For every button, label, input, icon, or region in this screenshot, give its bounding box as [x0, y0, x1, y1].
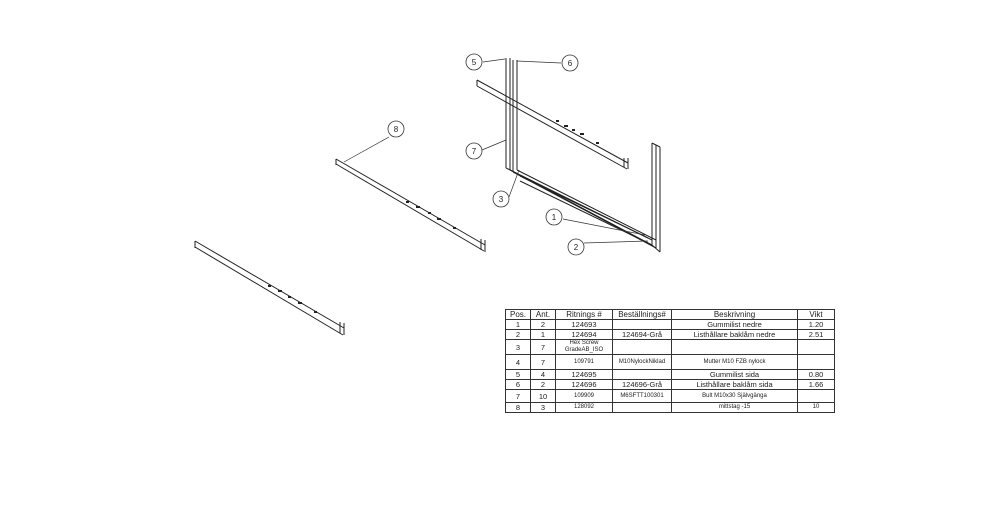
table-row: 2 1 124694 124694-Grå Listhållare baklåm… [505, 329, 835, 340]
balloon-1: 1 [545, 208, 563, 226]
bom-header-ritnings: Ritnings # [555, 309, 613, 320]
bom-cell-beskrivning: mittstag -15 [671, 402, 798, 413]
bom-cell-beskrivning: Gummilist sida [671, 369, 798, 380]
table-row: 6 2 124696 124696-Grå Listhållare baklåm… [505, 379, 835, 390]
bom-cell-ant: 7 [530, 354, 556, 370]
table-row: 8 3 128092 mittstag -15 10 [505, 402, 835, 413]
table-row: 3 7 Hex Screw GradeAB_ISO [505, 339, 835, 355]
bom-cell-bestallnings [612, 402, 672, 413]
leader-lines [343, 58, 649, 244]
bom-cell-ant: 10 [530, 389, 556, 403]
bom-cell-beskrivning [671, 339, 798, 355]
balloon-8: 8 [387, 120, 405, 138]
crossbar-middle [335, 158, 486, 252]
bom-cell-pos: 6 [505, 379, 531, 390]
bom-cell-beskrivning: Mutter M10 FZB nylock [671, 354, 798, 370]
bom-cell-ritnings: 124695 [555, 369, 613, 380]
bom-cell-vikt: 0.80 [797, 369, 835, 380]
bom-cell-pos: 5 [505, 369, 531, 380]
bom-cell-vikt: 1.66 [797, 379, 835, 390]
bom-cell-vikt: 10 [797, 402, 835, 413]
bom-cell-ritnings: 124694 [555, 329, 613, 340]
bom-cell-ant: 2 [530, 319, 556, 330]
balloon-7-label: 7 [472, 147, 477, 156]
bom-cell-vikt [797, 339, 835, 355]
crossbar-lower [194, 240, 345, 336]
bom-cell-ritnings: 124696 [555, 379, 613, 390]
bom-cell-vikt [797, 389, 835, 403]
table-row: 5 4 124695 Gummilist sida 0.80 [505, 369, 835, 380]
bom-cell-ant: 7 [530, 339, 556, 355]
bom-cell-pos: 8 [505, 402, 531, 413]
bom-header-beskrivning: Beskrivning [671, 309, 798, 320]
bom-header-ant: Ant. [530, 309, 556, 320]
balloon-3: 3 [492, 190, 510, 208]
bom-cell-ritnings: 109791 [555, 354, 613, 370]
bom-cell-vikt: 2.51 [797, 329, 835, 340]
bom-cell-ant: 4 [530, 369, 556, 380]
bom-cell-bestallnings: 124696-Grå [612, 379, 672, 390]
bom-cell-ritnings: 109909 [555, 389, 613, 403]
bom-cell-bestallnings: M6SFTT100301 [612, 389, 672, 403]
bom-cell-vikt [797, 354, 835, 370]
balloon-5-label: 5 [472, 58, 477, 67]
bom-header-row: Pos. Ant. Ritnings # Beställnings# Beskr… [505, 309, 835, 320]
balloon-1-label: 1 [552, 213, 557, 222]
bom-cell-vikt: 1.20 [797, 319, 835, 330]
balloon-5: 5 [465, 53, 483, 71]
bom-cell-ant: 1 [530, 329, 556, 340]
bom-cell-pos: 1 [505, 319, 531, 330]
balloon-6-label: 6 [568, 59, 573, 68]
bom-header-vikt: Vikt [797, 309, 835, 320]
table-row: 4 7 109791 M10NylockNiklad Mutter M10 FZ… [505, 354, 835, 370]
bom-cell-pos: 7 [505, 389, 531, 403]
balloon-6: 6 [561, 54, 579, 72]
balloon-8-label: 8 [394, 125, 399, 134]
bom-cell-bestallnings [612, 339, 672, 355]
bom-cell-ritnings: Hex Screw GradeAB_ISO [555, 339, 613, 355]
bom-cell-ritnings: 124693 [555, 319, 613, 330]
frame-assembly [476, 58, 661, 253]
bom-cell-bestallnings: M10NylockNiklad [612, 354, 672, 370]
bom-cell-pos: 3 [505, 339, 531, 355]
bom-cell-pos: 4 [505, 354, 531, 370]
bom-cell-beskrivning: Gummilist nedre [671, 319, 798, 330]
table-row: 1 2 124693 Gummilist nedre 1.20 [505, 319, 835, 330]
bom-cell-ritnings: 128092 [555, 402, 613, 413]
bom-cell-bestallnings [612, 369, 672, 380]
bom-cell-beskrivning: Bult M10x30 Självgänga [671, 389, 798, 403]
bom-cell-beskrivning: Listhållare baklåm nedre [671, 329, 798, 340]
bom-cell-ant: 2 [530, 379, 556, 390]
table-row: 7 10 109909 M6SFTT100301 Bult M10x30 Sjä… [505, 389, 835, 403]
balloon-2-label: 2 [574, 243, 579, 252]
balloon-7: 7 [465, 142, 483, 160]
bom-header-pos: Pos. [505, 309, 531, 320]
balloon-2: 2 [567, 238, 585, 256]
bom-cell-beskrivning: Listhållare baklåm sida [671, 379, 798, 390]
bill-of-materials-table: Pos. Ant. Ritnings # Beställnings# Beskr… [505, 309, 835, 413]
bom-cell-bestallnings [612, 319, 672, 330]
bom-cell-ant: 3 [530, 402, 556, 413]
bom-header-bestallnings: Beställnings# [612, 309, 672, 320]
balloon-3-label: 3 [499, 195, 504, 204]
bom-cell-bestallnings: 124694-Grå [612, 329, 672, 340]
bom-cell-pos: 2 [505, 329, 531, 340]
